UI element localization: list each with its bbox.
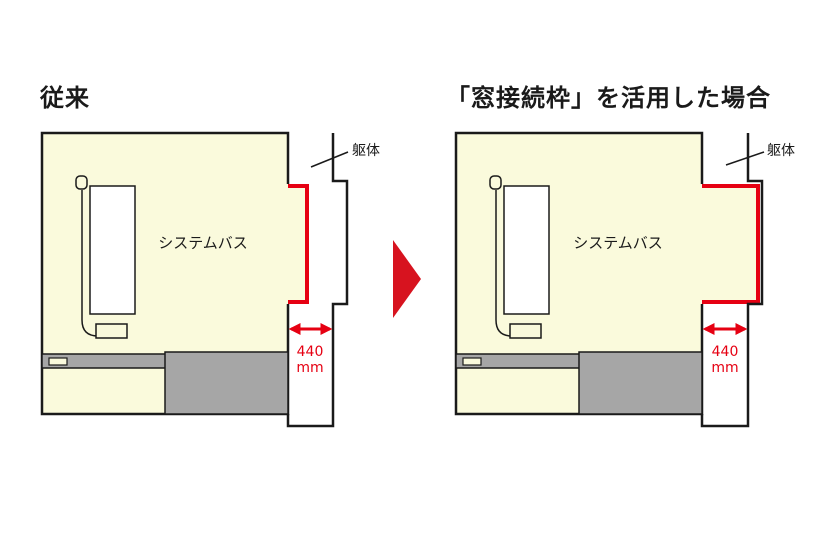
structural-wall xyxy=(286,133,349,428)
gap-unit: mm xyxy=(296,360,323,376)
window-niche xyxy=(288,186,307,302)
window-connection-frame xyxy=(702,184,760,304)
faucet xyxy=(509,323,542,339)
wall-leader-line xyxy=(310,151,349,168)
gap-value: 440 xyxy=(297,344,324,360)
window-frame xyxy=(288,184,309,304)
wall-label: 躯体 xyxy=(767,143,795,159)
before-title: 従来 xyxy=(40,84,90,112)
counter-handle xyxy=(48,357,68,366)
wall-panel xyxy=(503,185,550,315)
faucet xyxy=(95,323,128,339)
counter-handle xyxy=(462,357,482,366)
bathtub xyxy=(164,351,289,415)
gap-unit: mm xyxy=(711,360,738,376)
bathtub xyxy=(578,351,703,415)
triangle-right-icon xyxy=(393,240,421,318)
before-panel: 躯体 システムバス 440 mm xyxy=(40,131,380,428)
shower-head-icon xyxy=(75,175,88,190)
structural-wall xyxy=(700,133,764,428)
wall-leader-line xyxy=(725,151,765,166)
gap-value: 440 xyxy=(712,344,739,360)
wall-label: 躯体 xyxy=(352,143,380,159)
shower-head-icon xyxy=(489,175,502,190)
room-label: システムバス xyxy=(158,234,248,252)
window-niche xyxy=(702,186,758,302)
room-label: システムバス xyxy=(573,234,663,252)
wall-panel xyxy=(89,185,136,315)
after-title: 「窓接続枠」を活用した場合 xyxy=(446,84,771,112)
after-panel: 躯体 システムバス 440 mm xyxy=(454,131,795,428)
